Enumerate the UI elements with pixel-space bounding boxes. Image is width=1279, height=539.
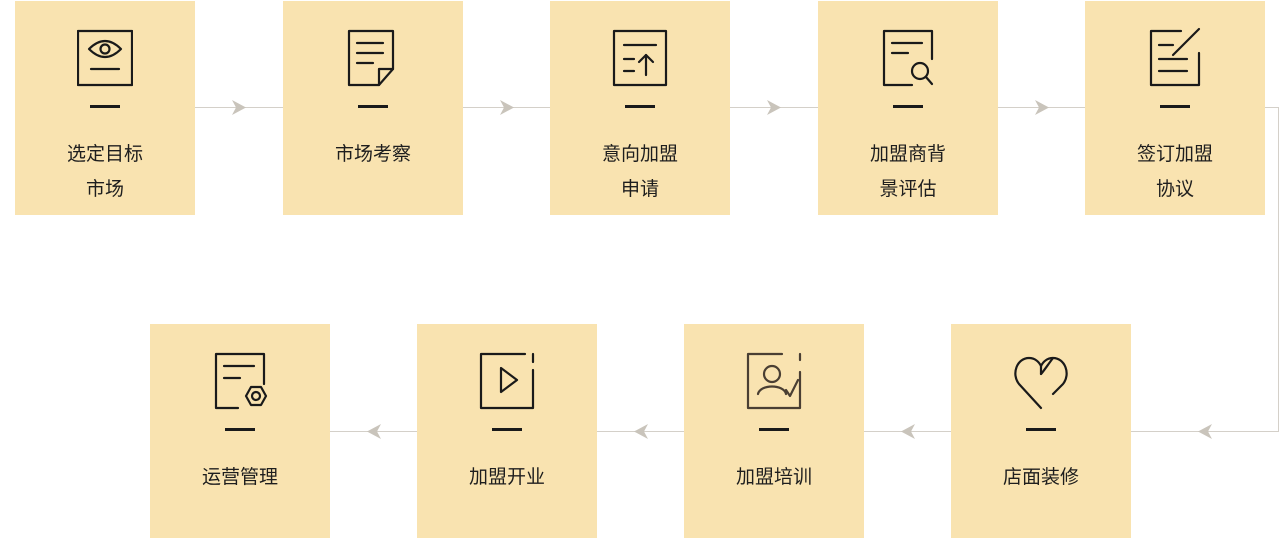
arrow-right-icon	[1035, 100, 1049, 115]
divider-bar	[759, 428, 789, 431]
step-label: 选定目标市场	[66, 143, 143, 200]
step-card-sign-agreement: 签订加盟协议	[1085, 1, 1265, 215]
arrow-right-icon	[767, 100, 781, 115]
arrow-left-icon	[1198, 424, 1212, 439]
divider-bar	[1026, 428, 1056, 431]
step-label: 加盟商背景评估	[869, 143, 946, 200]
arrow-left-icon	[634, 424, 648, 439]
step-label: 运营管理	[201, 466, 278, 488]
divider-bar	[625, 105, 655, 108]
note-page-icon	[345, 27, 401, 91]
arrow-right-icon	[500, 100, 514, 115]
step-card-background-evaluation: 加盟商背景评估	[818, 1, 998, 215]
step-card-select-market: 选定目标市场	[15, 1, 195, 215]
step-card-store-decoration: 店面装修	[951, 324, 1131, 538]
step-card-training: 加盟培训	[684, 324, 864, 538]
eye-document-icon	[77, 27, 133, 91]
step-label: 签订加盟协议	[1136, 143, 1213, 200]
divider-bar	[358, 105, 388, 108]
step-label: 市场考察	[334, 143, 411, 165]
divider-bar	[1160, 105, 1190, 108]
magnify-document-icon	[880, 27, 936, 91]
step-label: 加盟开业	[468, 466, 545, 488]
step-label: 加盟培训	[735, 466, 812, 488]
step-card-grand-opening: 加盟开业	[417, 324, 597, 538]
play-icon	[479, 350, 535, 414]
step-card-operations-management: 运营管理	[150, 324, 330, 538]
divider-bar	[492, 428, 522, 431]
divider-bar	[225, 428, 255, 431]
step-card-intent-application: 意向加盟申请	[550, 1, 730, 215]
pen-document-icon	[1147, 27, 1203, 91]
divider-bar	[90, 105, 120, 108]
arrow-left-icon	[901, 424, 915, 439]
heart-icon	[1013, 350, 1069, 414]
step-label: 意向加盟申请	[601, 143, 678, 200]
user-check-icon	[746, 350, 802, 414]
step-label: 店面装修	[1002, 466, 1079, 488]
step-card-market-survey: 市场考察	[283, 1, 463, 215]
gear-document-icon	[212, 350, 268, 414]
arrow-right-icon	[232, 100, 246, 115]
arrow-left-icon	[367, 424, 381, 439]
upload-arrow-icon	[612, 27, 668, 91]
divider-bar	[893, 105, 923, 108]
